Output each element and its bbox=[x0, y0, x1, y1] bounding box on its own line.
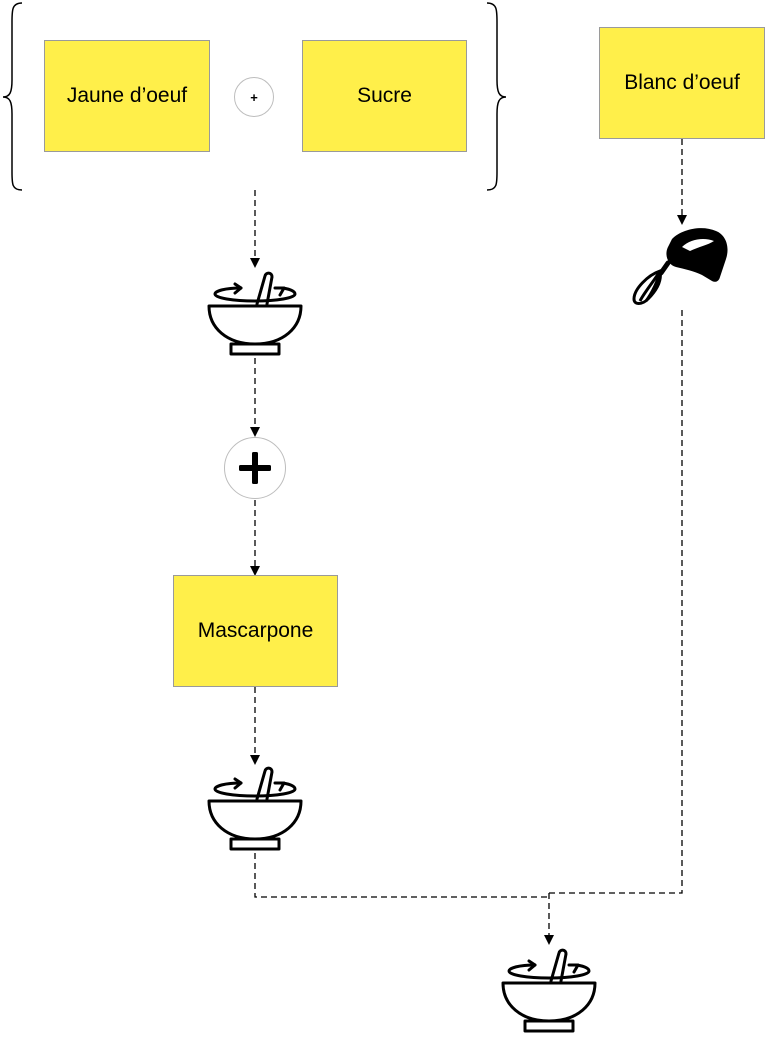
left-brace bbox=[2, 2, 23, 191]
ingredient-mascarpone: Mascarpone bbox=[173, 575, 338, 687]
mixing-bowl-icon bbox=[207, 271, 303, 356]
connector-mixer-to-merge bbox=[549, 310, 683, 894]
mixing-bowl-icon bbox=[207, 766, 303, 851]
combine-operator: + bbox=[234, 77, 274, 117]
egg-white-label: Blanc d’oeuf bbox=[624, 71, 740, 94]
connector-bowl2-to-merge bbox=[254, 853, 549, 898]
right-brace bbox=[486, 2, 507, 191]
plus-glyph-icon bbox=[239, 452, 271, 484]
sugar-label: Sucre bbox=[357, 84, 412, 107]
combine-operator-label: + bbox=[250, 89, 258, 105]
egg-yolk-label: Jaune d’oeuf bbox=[66, 84, 188, 107]
ingredient-egg-yolk: Jaune d’oeuf bbox=[44, 40, 210, 152]
hand-mixer-icon bbox=[632, 228, 728, 305]
mascarpone-label: Mascarpone bbox=[197, 619, 314, 642]
mixing-bowl-icon bbox=[501, 948, 597, 1033]
ingredient-egg-white: Blanc d’oeuf bbox=[599, 27, 765, 139]
ingredient-sugar: Sucre bbox=[302, 40, 467, 152]
add-plus-icon bbox=[224, 437, 286, 499]
